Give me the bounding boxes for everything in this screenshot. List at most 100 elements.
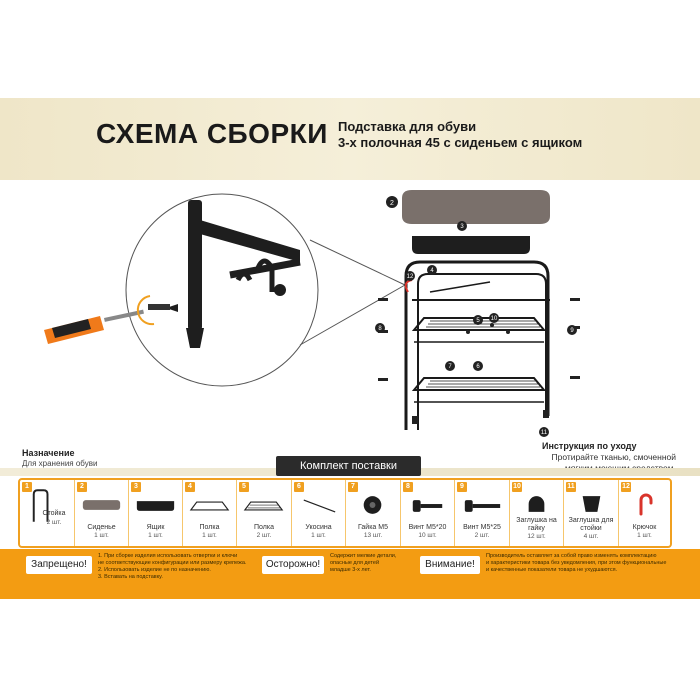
hook-icon xyxy=(639,493,653,516)
careful-line: опасные для детей xyxy=(330,560,380,566)
part-name: Винт M5*20 xyxy=(408,524,447,531)
part-item: 3 Ящик 1 шт. xyxy=(129,480,183,546)
attention-label: Внимание! xyxy=(420,556,480,574)
part-qty: 10 шт. xyxy=(418,532,437,539)
forbidden-line: 3. Вставать на подставку. xyxy=(98,574,163,580)
frame-part xyxy=(404,260,550,430)
page-title: СХЕМА СБОРКИ xyxy=(96,118,328,149)
part-number: 10 xyxy=(512,482,522,492)
svg-text:4: 4 xyxy=(430,268,434,274)
part-number: 4 xyxy=(185,482,195,492)
part-qty: 2 шт. xyxy=(474,532,490,539)
part-name: Ящик xyxy=(146,524,165,531)
seat-icon xyxy=(82,500,121,510)
careful-line: младше 3-х лет. xyxy=(330,567,371,573)
subtitle-line-1: Подставка для обуви xyxy=(338,119,477,134)
part-number: 9 xyxy=(457,482,467,492)
part-item: 6 Укосина 1 шт. xyxy=(292,480,346,546)
drawer-icon xyxy=(136,501,175,511)
screw-icon xyxy=(412,500,443,512)
careful-label: Осторожно! xyxy=(262,556,324,574)
part-name: Гайка M5 xyxy=(358,524,388,531)
part-number: 3 xyxy=(131,482,141,492)
part-item: 2 Сиденье 1 шт. xyxy=(75,480,129,546)
care-heading: Инструкция по уходу xyxy=(542,441,637,451)
part-qty: 4 шт. xyxy=(583,533,599,540)
part-number: 8 xyxy=(403,482,413,492)
purpose-heading: Назначение xyxy=(22,448,75,458)
part-item: 4 Полка 1 шт. xyxy=(183,480,237,546)
subtitle-line-2: 3-х полочная 45 с сиденьем с ящиком xyxy=(338,135,583,150)
part-item: 9 Винт M5*25 2 шт. xyxy=(455,480,510,546)
leg-cap-icon xyxy=(582,496,601,512)
svg-text:3: 3 xyxy=(460,224,464,230)
hook-part xyxy=(404,279,413,293)
parts-list: 1 Стойка 2 шт. 2 Сиденье 1 шт. 3 Ящик 1 … xyxy=(18,478,672,548)
svg-text:12: 12 xyxy=(407,274,414,280)
svg-text:7: 7 xyxy=(448,364,452,370)
part-qty: 1 шт. xyxy=(94,532,109,539)
shelf-icon xyxy=(189,501,230,511)
nut-icon xyxy=(363,496,382,514)
part-name: Крючок xyxy=(632,524,657,531)
screwdriver-icon xyxy=(44,295,155,344)
detail-zoom xyxy=(125,193,406,387)
kit-title: Комплект поставки xyxy=(276,456,421,476)
nut-cap-icon xyxy=(528,496,545,512)
diagram-callouts: 4 5 6 7 8 9 10 11 12 xyxy=(375,265,577,437)
shelf-icon xyxy=(243,501,284,511)
part-item: 1 Стойка 2 шт. xyxy=(20,480,75,546)
part-number: 5 xyxy=(239,482,249,492)
forbidden-text: 1. При сборке изделия использовать отвер… xyxy=(98,553,258,581)
shelf-slats xyxy=(426,320,540,388)
part-number: 7 xyxy=(348,482,358,492)
page-subtitle: Подставка для обуви 3-х полочная 45 с си… xyxy=(338,119,582,151)
svg-text:2: 2 xyxy=(390,200,394,207)
part-number: 12 xyxy=(621,482,631,492)
forbidden-label: Запрещено! xyxy=(26,556,92,574)
part-qty: 12 шт. xyxy=(527,533,546,540)
part-item: 5 Полка 2 шт. xyxy=(237,480,292,546)
part-name: Укосина xyxy=(305,524,332,531)
part-item: 10 Заглушка на гайку 12 шт. xyxy=(510,480,564,546)
forbidden-line: не соответствующие конфигурации или разм… xyxy=(98,560,247,566)
svg-text:9: 9 xyxy=(570,328,574,334)
part-number: 1 xyxy=(22,482,32,492)
part-name: Полка xyxy=(254,524,274,531)
part-number: 2 xyxy=(77,482,87,492)
header-band xyxy=(0,98,700,180)
post-icon xyxy=(32,489,49,522)
part-name: Винт M5*25 xyxy=(463,524,501,531)
purpose-text: Для хранения обуви xyxy=(22,459,98,468)
part-qty: 1 шт. xyxy=(148,532,163,539)
forbidden-line: 2. Использовать изделие не по назначению… xyxy=(98,567,211,573)
attention-text: Производитель оставляет за собой право и… xyxy=(486,553,692,574)
assembly-illustration: 2 3 4 5 6 7 8 9 10 11 12 xyxy=(44,190,580,437)
part-name: Заглушка для стойки xyxy=(568,517,614,532)
careful-text: Содержит мелкие детали, опасные для дете… xyxy=(330,553,412,574)
attention-line: и качественные показатели товара не ухуд… xyxy=(486,567,618,573)
part-qty: 2 шт. xyxy=(46,519,62,526)
svg-text:11: 11 xyxy=(541,430,548,436)
attention-line: Производитель оставляет за собой право и… xyxy=(486,553,657,559)
part-item: 11 Заглушка для стойки 4 шт. xyxy=(564,480,619,546)
drawer-part: 3 xyxy=(412,221,530,254)
seat-part: 2 xyxy=(386,190,550,224)
part-qty: 1 шт. xyxy=(637,532,652,539)
part-number: 11 xyxy=(566,482,576,492)
attention-line: и характеристики товара без уведомления,… xyxy=(486,560,667,566)
careful-line: Содержит мелкие детали, xyxy=(330,553,397,559)
part-name: Сиденье xyxy=(87,524,116,531)
forbidden-line: 1. При сборке изделия использовать отвер… xyxy=(98,553,238,559)
part-qty: 1 шт. xyxy=(202,532,217,539)
part-item: 7 Гайка M5 13 шт. xyxy=(346,480,401,546)
svg-text:10: 10 xyxy=(491,316,498,322)
svg-text:8: 8 xyxy=(378,326,382,332)
part-item: 12 Крючок 1 шт. xyxy=(619,480,670,546)
part-item: 8 Винт M5*20 10 шт. xyxy=(401,480,455,546)
part-qty: 2 шт. xyxy=(256,532,272,539)
svg-text:5: 5 xyxy=(476,318,480,324)
svg-text:6: 6 xyxy=(476,364,480,370)
part-number: 6 xyxy=(294,482,304,492)
part-name: Полка xyxy=(199,524,220,531)
